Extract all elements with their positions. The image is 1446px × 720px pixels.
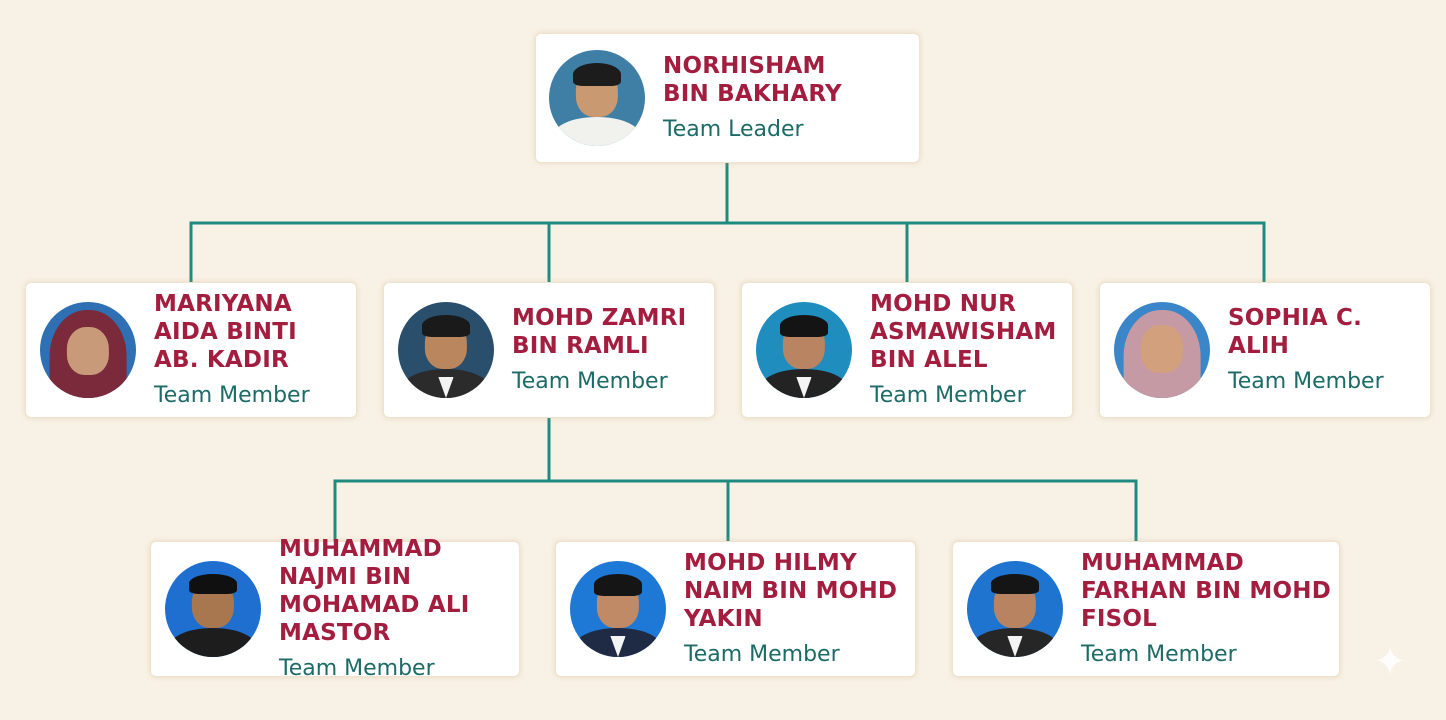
member-avatar-farhan <box>967 561 1063 657</box>
member-role-sophia: Team Member <box>1228 369 1384 394</box>
member-avatar-zamri <box>398 302 494 398</box>
member-avatar-sophia <box>1114 302 1210 398</box>
member-name-najmi: MUHAMMAD NAJMI BIN MOHAMAD ALI MASTOR <box>279 536 470 646</box>
member-role-farhan: Team Member <box>1081 642 1237 667</box>
member-card-zamri: MOHD ZAMRI BIN RAMLI Team Member <box>383 282 715 418</box>
member-role-mariyana: Team Member <box>154 383 310 408</box>
member-card-hilmy: MOHD HILMY NAIM BIN MOHD YAKIN Team Memb… <box>555 541 916 677</box>
sparkle-icon: ✦ <box>1373 639 1407 685</box>
member-role-najmi: Team Member <box>279 656 435 681</box>
member-avatar-asmawisham <box>756 302 852 398</box>
member-card-najmi: MUHAMMAD NAJMI BIN MOHAMAD ALI MASTOR Te… <box>150 536 520 681</box>
member-card-farhan: MUHAMMAD FARHAN BIN MOHD FISOL Team Memb… <box>952 541 1340 677</box>
member-role-zamri: Team Member <box>512 369 668 394</box>
leader-role: Team Leader <box>663 117 804 142</box>
member-name-hilmy: MOHD HILMY NAIM BIN MOHD YAKIN <box>684 550 898 632</box>
member-role-asmawisham: Team Member <box>870 383 1026 408</box>
leader-avatar <box>549 50 645 146</box>
member-name-farhan: MUHAMMAD FARHAN BIN MOHD FISOL <box>1081 550 1332 632</box>
member-card-mariyana: MARIYANA AIDA BINTI AB. KADIR Team Membe… <box>25 282 357 418</box>
member-card-sophia: SOPHIA C. ALIH Team Member <box>1099 282 1431 418</box>
member-name-asmawisham: MOHD NUR ASMAWISHAM BIN ALEL <box>870 291 1057 373</box>
member-card-asmawisham: MOHD NUR ASMAWISHAM BIN ALEL Team Member <box>741 282 1073 418</box>
leader-card: NORHISHAM BIN BAKHARY Team Leader <box>535 33 920 163</box>
member-name-zamri: MOHD ZAMRI BIN RAMLI <box>512 305 687 359</box>
member-name-mariyana: MARIYANA AIDA BINTI AB. KADIR <box>154 291 297 373</box>
member-avatar-najmi <box>165 561 261 657</box>
member-avatar-mariyana <box>40 302 136 398</box>
member-name-sophia: SOPHIA C. ALIH <box>1228 305 1363 359</box>
member-avatar-hilmy <box>570 561 666 657</box>
member-role-hilmy: Team Member <box>684 642 840 667</box>
leader-name: NORHISHAM BIN BAKHARY <box>663 53 842 107</box>
